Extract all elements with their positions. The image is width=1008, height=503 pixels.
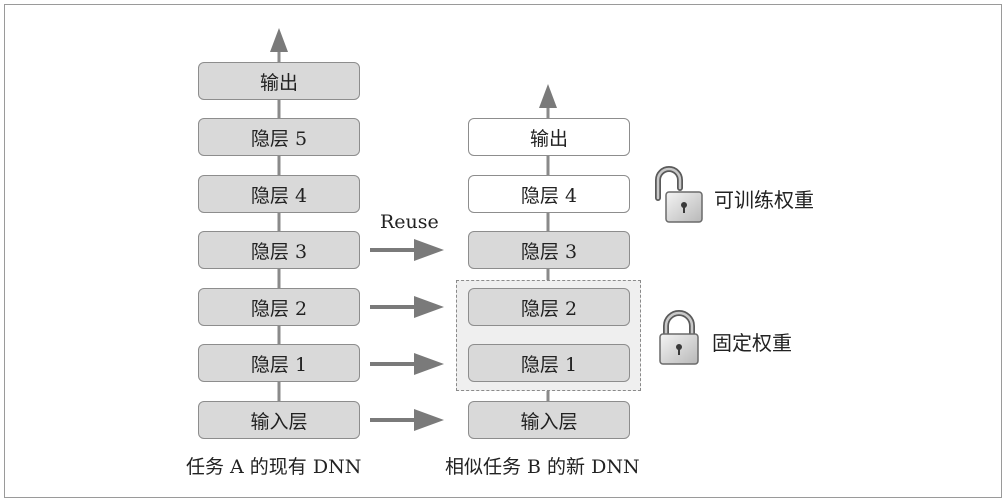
- network-a-output-layer: 输出: [198, 62, 360, 100]
- network-b-output-layer: 输出: [468, 118, 630, 156]
- network-a-hidden3-layer: 隐层 3: [198, 231, 360, 269]
- layer-label: 隐层 2: [250, 297, 308, 320]
- reuse-arrow-hidden2: [370, 296, 444, 318]
- network-b-input-layer: 输入层: [468, 401, 630, 439]
- reuse-label: Reuse: [380, 211, 439, 233]
- layer-label: 隐层 1: [250, 353, 308, 376]
- layer-label: 隐层 4: [250, 184, 308, 207]
- reuse-arrow-input: [370, 409, 444, 431]
- layer-label: 隐层 3: [250, 240, 308, 263]
- network-a-hidden1-layer: 隐层 1: [198, 344, 360, 382]
- frozen-weights-label: 固定权重: [712, 331, 792, 355]
- network-b-hidden1-layer: 隐层 1: [468, 344, 630, 382]
- network-a-hidden5-layer: 隐层 5: [198, 118, 360, 156]
- trainable-weights-label: 可训练权重: [714, 188, 814, 212]
- layer-label: 隐层 3: [520, 240, 578, 263]
- layer-label: 隐层 2: [520, 297, 578, 320]
- reuse-arrow-hidden3: [370, 239, 444, 261]
- network-b-hidden4-layer: 隐层 4: [468, 175, 630, 213]
- network-b-hidden2-layer: 隐层 2: [468, 288, 630, 326]
- network-a-hidden2-layer: 隐层 2: [198, 288, 360, 326]
- layer-label: 输出: [259, 71, 298, 94]
- unlocked-padlock-icon: [655, 166, 703, 223]
- network-b-caption: 相似任务 B 的新 DNN: [445, 456, 640, 478]
- layer-label: 隐层 1: [520, 353, 578, 376]
- layer-label: 输出: [529, 127, 568, 150]
- network-b-hidden3-layer: 隐层 3: [468, 231, 630, 269]
- network-b-output-arrow: [539, 84, 557, 108]
- network-a-caption: 任务 A 的现有 DNN: [186, 456, 362, 478]
- layer-label: 输入层: [520, 410, 578, 433]
- layer-label: 隐层 4: [520, 184, 578, 207]
- network-a-hidden4-layer: 隐层 4: [198, 175, 360, 213]
- locked-padlock-icon: [659, 310, 699, 365]
- layer-label: 隐层 5: [250, 127, 308, 150]
- layer-label: 输入层: [250, 410, 308, 433]
- reuse-arrow-hidden1: [370, 353, 444, 375]
- network-a-output-arrow: [270, 28, 288, 52]
- network-a-input-layer: 输入层: [198, 401, 360, 439]
